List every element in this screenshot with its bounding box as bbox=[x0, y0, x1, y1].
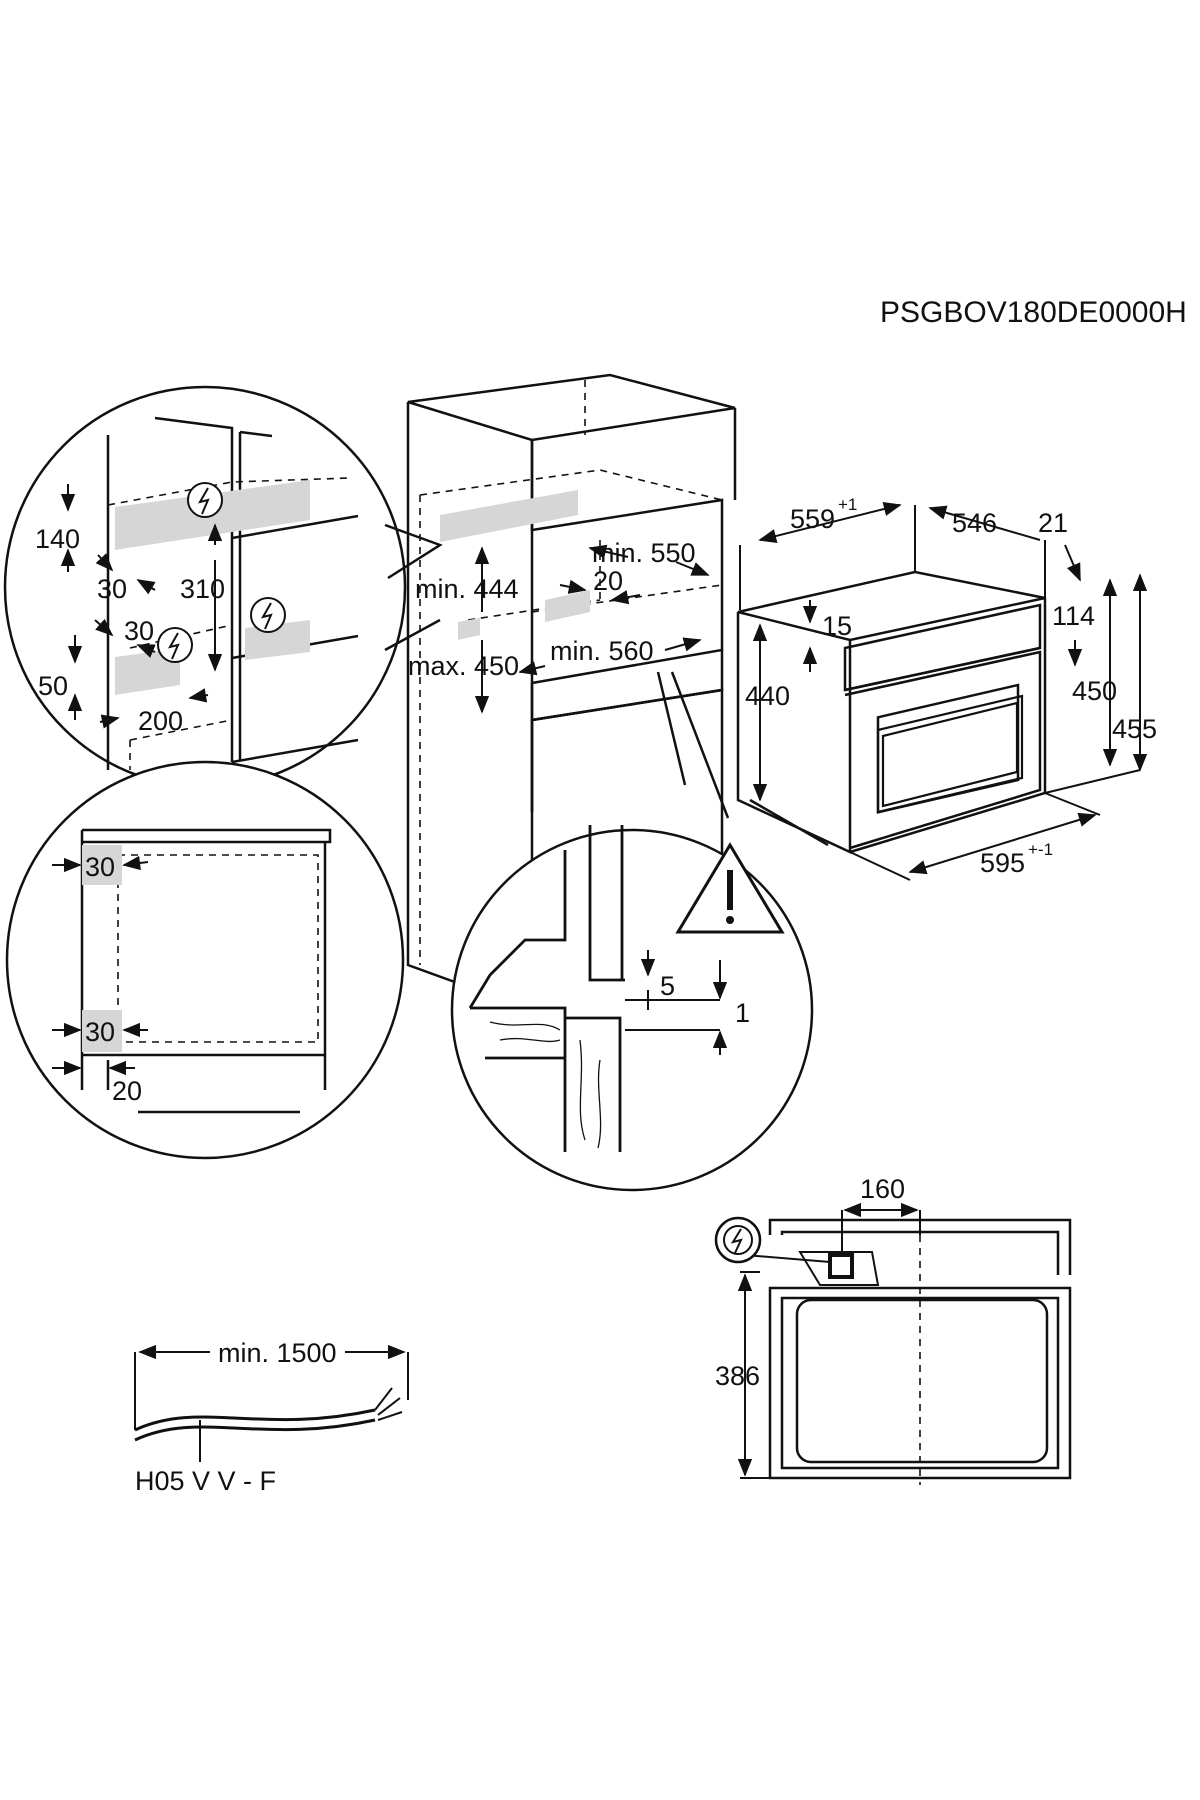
detail-30-bottom-label: 30 bbox=[85, 1017, 115, 1047]
oven-window bbox=[876, 694, 1024, 814]
cabinet-20-label: 20 bbox=[593, 566, 623, 596]
detail-20-label: 20 bbox=[112, 1076, 142, 1106]
detail-gap-5-label: 5 bbox=[660, 971, 675, 1001]
detail-top-left-circle: 140 30 310 30 50 200 bbox=[3, 385, 443, 789]
detail-140-label: 140 bbox=[35, 524, 80, 554]
oven-455-label: 455 bbox=[1112, 714, 1157, 744]
oven-440-label: 440 bbox=[745, 681, 790, 711]
front-view-drawing bbox=[744, 1218, 1072, 1480]
detail-30a-label: 30 bbox=[97, 574, 127, 604]
detail-gap-circle: 5 1 bbox=[450, 671, 814, 1192]
power-icon bbox=[187, 482, 223, 518]
clearance-shade-bottom bbox=[82, 1010, 122, 1052]
detail-30b-label: 30 bbox=[124, 616, 154, 646]
cable-length-label: min. 1500 bbox=[218, 1338, 337, 1368]
document-code: PSGBOV180DE0000H bbox=[880, 296, 1187, 329]
oven-15-label: 15 bbox=[822, 611, 852, 641]
detail-30-top-label: 30 bbox=[85, 852, 115, 882]
warning-icon bbox=[675, 842, 785, 934]
detail-gap-1-label: 1 bbox=[735, 998, 750, 1028]
clearance-shade-top bbox=[82, 845, 122, 885]
power-icon bbox=[157, 627, 193, 663]
oven-559-tolerance: +1 bbox=[838, 495, 857, 514]
oven-drawing bbox=[736, 570, 1047, 854]
oven-595-label: 595 bbox=[980, 848, 1025, 878]
detail-vent-shade-low bbox=[115, 648, 180, 695]
oven-559-label: 559 bbox=[790, 504, 835, 534]
cabinet-min560-label: min. 560 bbox=[550, 636, 654, 666]
oven-114-label: 114 bbox=[1052, 601, 1095, 631]
detail-50-label: 50 bbox=[38, 671, 68, 701]
cable-drawing bbox=[134, 1344, 409, 1462]
cabinet-max450-label: max. 450 bbox=[408, 651, 519, 681]
cabinet-dimensions bbox=[474, 544, 710, 714]
oven-546-label: 546 bbox=[952, 508, 997, 538]
cabinet-vent-shade-mid bbox=[545, 590, 590, 622]
front-view-160-label: 160 bbox=[860, 1174, 905, 1204]
oven-dimensions bbox=[739, 501, 1148, 881]
oven-595-tolerance: +-1 bbox=[1028, 840, 1053, 859]
cabinet-min550-label: min. 550 bbox=[592, 538, 696, 568]
oven-450-label: 450 bbox=[1072, 676, 1117, 706]
power-icon bbox=[714, 1216, 762, 1264]
front-view-386-label: 386 bbox=[715, 1361, 760, 1391]
detail-bottom-left-circle: 30 30 20 bbox=[5, 760, 405, 1160]
detail-200-label: 200 bbox=[138, 706, 183, 736]
cabinet-min444-label: min. 444 bbox=[415, 574, 519, 604]
cabinet-vent-shade-top bbox=[440, 490, 578, 542]
power-icon bbox=[250, 597, 286, 633]
front-view-dimensions bbox=[737, 1202, 921, 1479]
detail-310-label: 310 bbox=[180, 574, 225, 604]
oven-21-label: 21 bbox=[1038, 508, 1068, 538]
cable-type-label: H05 V V - F bbox=[135, 1466, 276, 1496]
cabinet-vent-shade-low bbox=[458, 618, 480, 640]
